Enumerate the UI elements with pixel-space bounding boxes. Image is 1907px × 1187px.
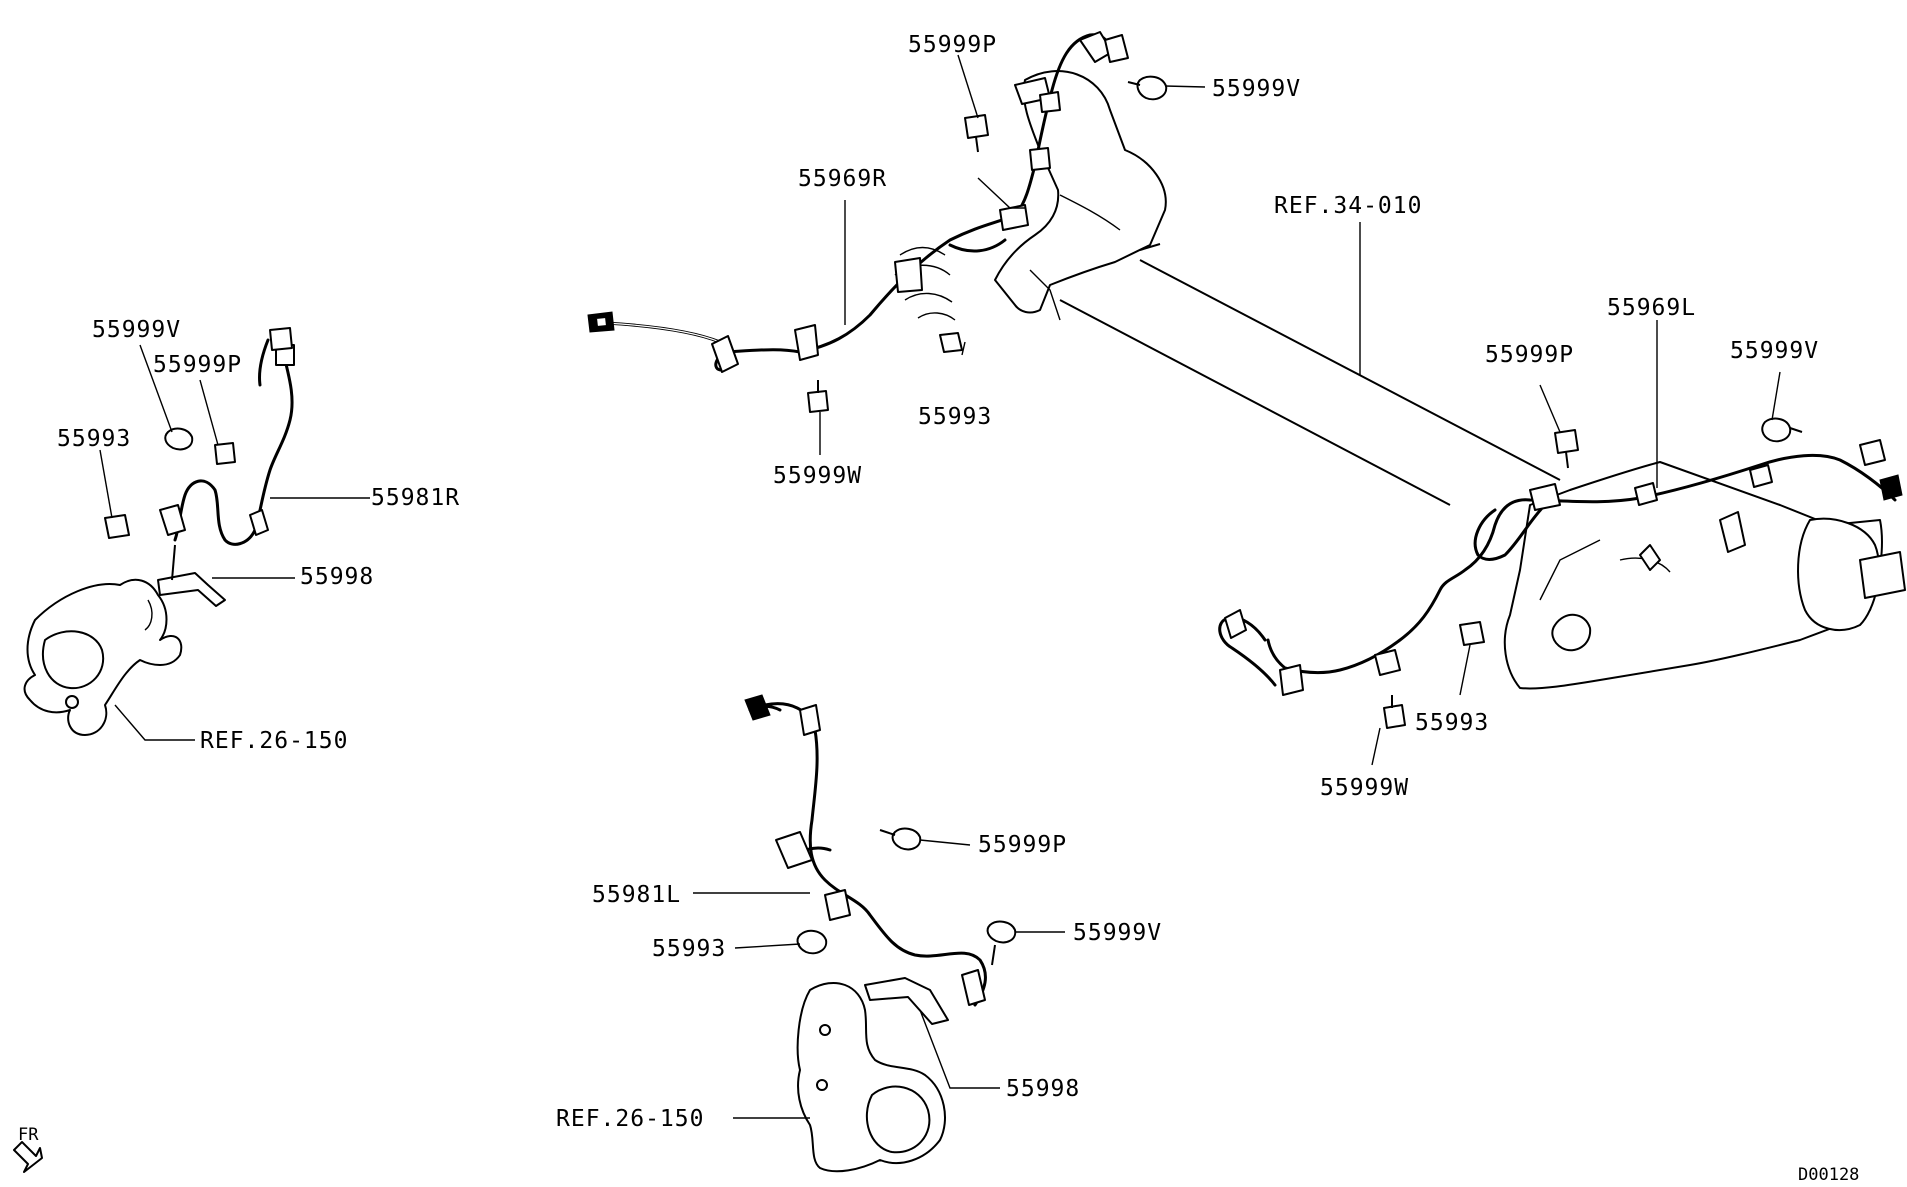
front-right-bracket-55998 <box>157 544 226 607</box>
label-55999P-bottom: 55999P <box>978 832 1067 858</box>
label-ref-26-150-bottom: REF.26-150 <box>556 1106 704 1132</box>
fastener-bolt-55999P-left <box>214 442 236 465</box>
label-55999V-bottom: 55999V <box>1073 920 1162 946</box>
label-55999W-right: 55999W <box>1320 775 1409 801</box>
label-55999W-center: 55999W <box>773 463 862 489</box>
part-labels: 55999P 55999V 55969R REF.34-010 55993 55… <box>18 32 1859 1185</box>
fastener-bolt-55999W-right <box>1383 695 1406 729</box>
label-55999P-left: 55999P <box>153 352 242 378</box>
label-55993-left: 55993 <box>57 426 131 452</box>
label-55981L: 55981L <box>592 882 681 908</box>
label-ref-34-010: REF.34-010 <box>1274 193 1422 219</box>
label-55998-bottom: 55998 <box>1006 1076 1080 1102</box>
fastener-bolt-55999P-top <box>964 114 989 153</box>
fastener-bolt-55999P-bottom <box>879 827 922 851</box>
fastener-nut-55993-left <box>104 514 130 539</box>
rear-wiring-harness-right <box>587 31 1129 373</box>
label-55999P-right: 55999P <box>1485 342 1574 368</box>
fastener-nut-55993-center <box>939 332 963 353</box>
label-55999V-top: 55999V <box>1212 76 1301 102</box>
front-right-knuckle <box>23 578 183 736</box>
label-fr: FR <box>18 1125 39 1145</box>
label-55993-center: 55993 <box>918 404 992 430</box>
fastener-bolt-55999V-bottom <box>986 920 1017 966</box>
front-right-sensor-wire <box>159 327 295 546</box>
front-direction-arrow-icon <box>13 1141 43 1173</box>
fastener-bolt-55999V-left <box>164 427 194 451</box>
front-left-sensor-wire <box>744 694 987 1007</box>
label-55969R: 55969R <box>798 166 887 192</box>
label-55999V-left: 55999V <box>92 317 181 343</box>
label-55998-left: 55998 <box>300 564 374 590</box>
label-55993-right: 55993 <box>1415 710 1489 736</box>
rear-wiring-harness-left <box>1218 439 1903 696</box>
label-55999V-right: 55999V <box>1730 338 1819 364</box>
rear-axle-assembly <box>894 70 1906 690</box>
label-55993-bottom: 55993 <box>652 936 726 962</box>
label-55969L: 55969L <box>1607 295 1696 321</box>
label-55999P-top: 55999P <box>908 32 997 58</box>
front-left-knuckle <box>796 981 946 1173</box>
fastener-bolt-55999W-center <box>807 380 829 413</box>
fastener-bolt-55999P-right <box>1554 429 1579 469</box>
fastener-bolt-55999V-top <box>1127 75 1168 101</box>
fastener-nut-55993-bottom <box>796 929 828 955</box>
leader-lines <box>99 54 1781 1119</box>
label-drawing-code: D00128 <box>1798 1165 1859 1185</box>
fastener-bolt-55999V-right <box>1761 417 1803 443</box>
label-ref-26-150-left: REF.26-150 <box>200 728 348 754</box>
fastener-nut-55993-right <box>1459 621 1485 646</box>
label-55981R: 55981R <box>371 485 460 511</box>
front-left-bracket-55998 <box>864 977 949 1025</box>
